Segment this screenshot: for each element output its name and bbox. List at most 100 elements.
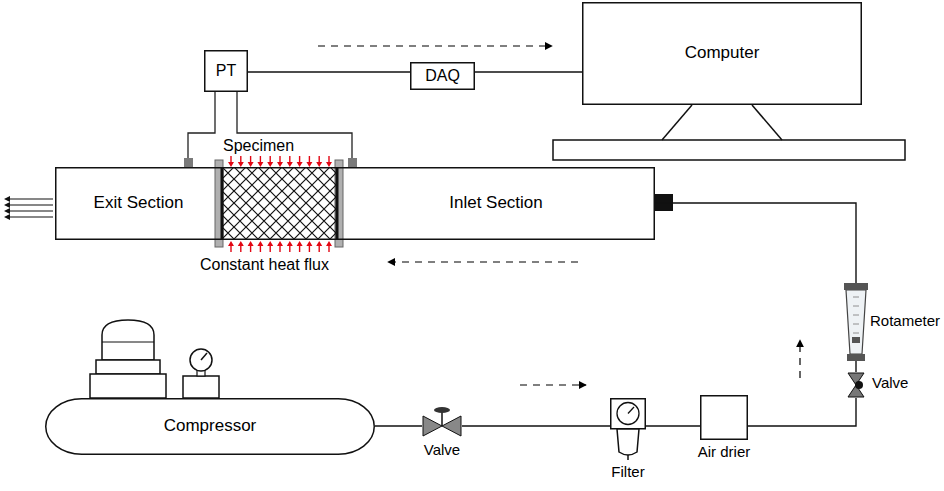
filter-shape (610, 398, 646, 460)
pipe-connector (462, 425, 610, 426)
rotameter: Rotameter (843, 283, 869, 361)
heat-flux-arrow (287, 241, 293, 252)
heat-flux-arrow (316, 241, 322, 246)
filter-bowl (617, 429, 639, 455)
computer-monitor: Computer (582, 2, 862, 105)
heat-flux-arrow (238, 241, 244, 246)
pressure-gauge (190, 349, 212, 371)
valve-shape (846, 372, 866, 398)
filter-gauge (628, 407, 634, 414)
heat-flux-arrow (306, 241, 312, 252)
heat-flux-arrow (306, 156, 312, 167)
valve-label: Valve (872, 375, 908, 392)
inlet-section: Inlet Section (337, 167, 655, 240)
exit-flow-arrow (4, 208, 10, 214)
heat-flux-arrow (289, 245, 290, 252)
heat-flux-arrow (228, 162, 234, 167)
rotameter-tube (846, 290, 866, 354)
inlet-section-label: Inlet Section (449, 194, 543, 213)
exit-flow-arrow (4, 196, 53, 202)
heat-flux-arrow (228, 156, 234, 167)
heat-flux-arrow (297, 162, 303, 167)
heat-flux-arrow (309, 245, 310, 252)
compressor: Compressor (45, 398, 375, 455)
heat-flux-arrow (299, 156, 300, 163)
heat-flux-arrow (319, 245, 320, 252)
outline (701, 396, 748, 440)
heat-flux-arrow (287, 156, 293, 167)
valve: Valve (846, 372, 866, 398)
heat-flux-arrow (230, 156, 231, 163)
heat-flux-arrow (289, 156, 290, 163)
rotameter-scale (853, 297, 859, 298)
heat-flux-arrow (279, 245, 280, 252)
heat-flux-arrow (267, 241, 273, 252)
heat-flux-arrow (299, 245, 300, 252)
heat-flux-arrow (319, 156, 320, 163)
valve: Valve (422, 414, 462, 438)
rotameter-cap (847, 354, 865, 361)
flow-direction-arrow (520, 384, 586, 385)
exit-flow-arrow (4, 214, 53, 220)
rotameter-shape (843, 283, 869, 361)
compressor-motor (90, 374, 166, 398)
exit-section: Exit Section (55, 167, 222, 240)
heat-flux-arrow (309, 156, 310, 163)
exit-flow-arrow (4, 202, 10, 208)
compressor-motor (102, 320, 154, 360)
heat-flux-arrow (238, 241, 244, 252)
outline (56, 168, 222, 240)
valve-symbol (442, 416, 461, 436)
rotameter-scale (853, 306, 859, 307)
rotameter-scale (853, 324, 859, 325)
heat-flux-arrow (248, 241, 254, 246)
compressor-motor (96, 360, 160, 374)
heat-flux-arrow (316, 156, 322, 167)
heat-flux-arrow (287, 162, 293, 167)
heat-flux-arrow (230, 245, 231, 252)
monitor-stand (662, 105, 692, 140)
heat-flux-arrow (228, 241, 234, 252)
heat-flux-arrow (326, 156, 332, 167)
pipe-connector (748, 398, 856, 426)
exit-flow-arrow (4, 202, 53, 208)
heat-flux-arrow (228, 241, 234, 246)
heat-flux-arrow (250, 245, 251, 252)
exit-flow-arrow (9, 198, 53, 199)
heat-flux-arrow (248, 162, 254, 167)
annotation-label: Constant heat flux (200, 256, 329, 274)
exit-flow-arrow (9, 204, 53, 205)
heat-flux-arrow (267, 241, 273, 246)
pipe-connector (248, 71, 410, 72)
specimen-matrix (223, 168, 337, 240)
heat-flux-arrow (257, 241, 263, 246)
keyboard (553, 140, 905, 160)
rotameter-scale (853, 315, 859, 316)
flow-direction-arrow (388, 261, 578, 262)
valve-symbol (423, 416, 442, 436)
heat-flux-arrow (270, 156, 271, 163)
heat-flux-arrow (306, 241, 312, 246)
exit-flow-arrow (9, 210, 53, 211)
heat-flux-arrow (316, 241, 322, 252)
air-drier-shape (700, 395, 748, 440)
air-drier: Air drier (700, 395, 748, 440)
heat-flux-arrow (277, 162, 283, 167)
heat-flux-arrow (248, 241, 254, 252)
rotameter-scale (853, 333, 859, 334)
daq-box-label: DAQ (425, 67, 460, 85)
exit-section-label: Exit Section (94, 194, 184, 213)
outline (338, 168, 655, 240)
exit-flow-arrow (9, 216, 53, 217)
heat-flux-arrow (257, 162, 263, 167)
signal-direction-arrow (318, 45, 552, 46)
heat-flux-arrow (250, 156, 251, 163)
heat-flux-arrow (260, 156, 261, 163)
heat-flux-arrow (297, 241, 303, 252)
exit-flow-arrow (4, 196, 10, 202)
specimen: Specimen (222, 167, 337, 240)
heat-flux-arrow (267, 162, 273, 167)
specimen-label: Specimen (223, 137, 294, 155)
flow-direction-arrow (799, 340, 800, 378)
